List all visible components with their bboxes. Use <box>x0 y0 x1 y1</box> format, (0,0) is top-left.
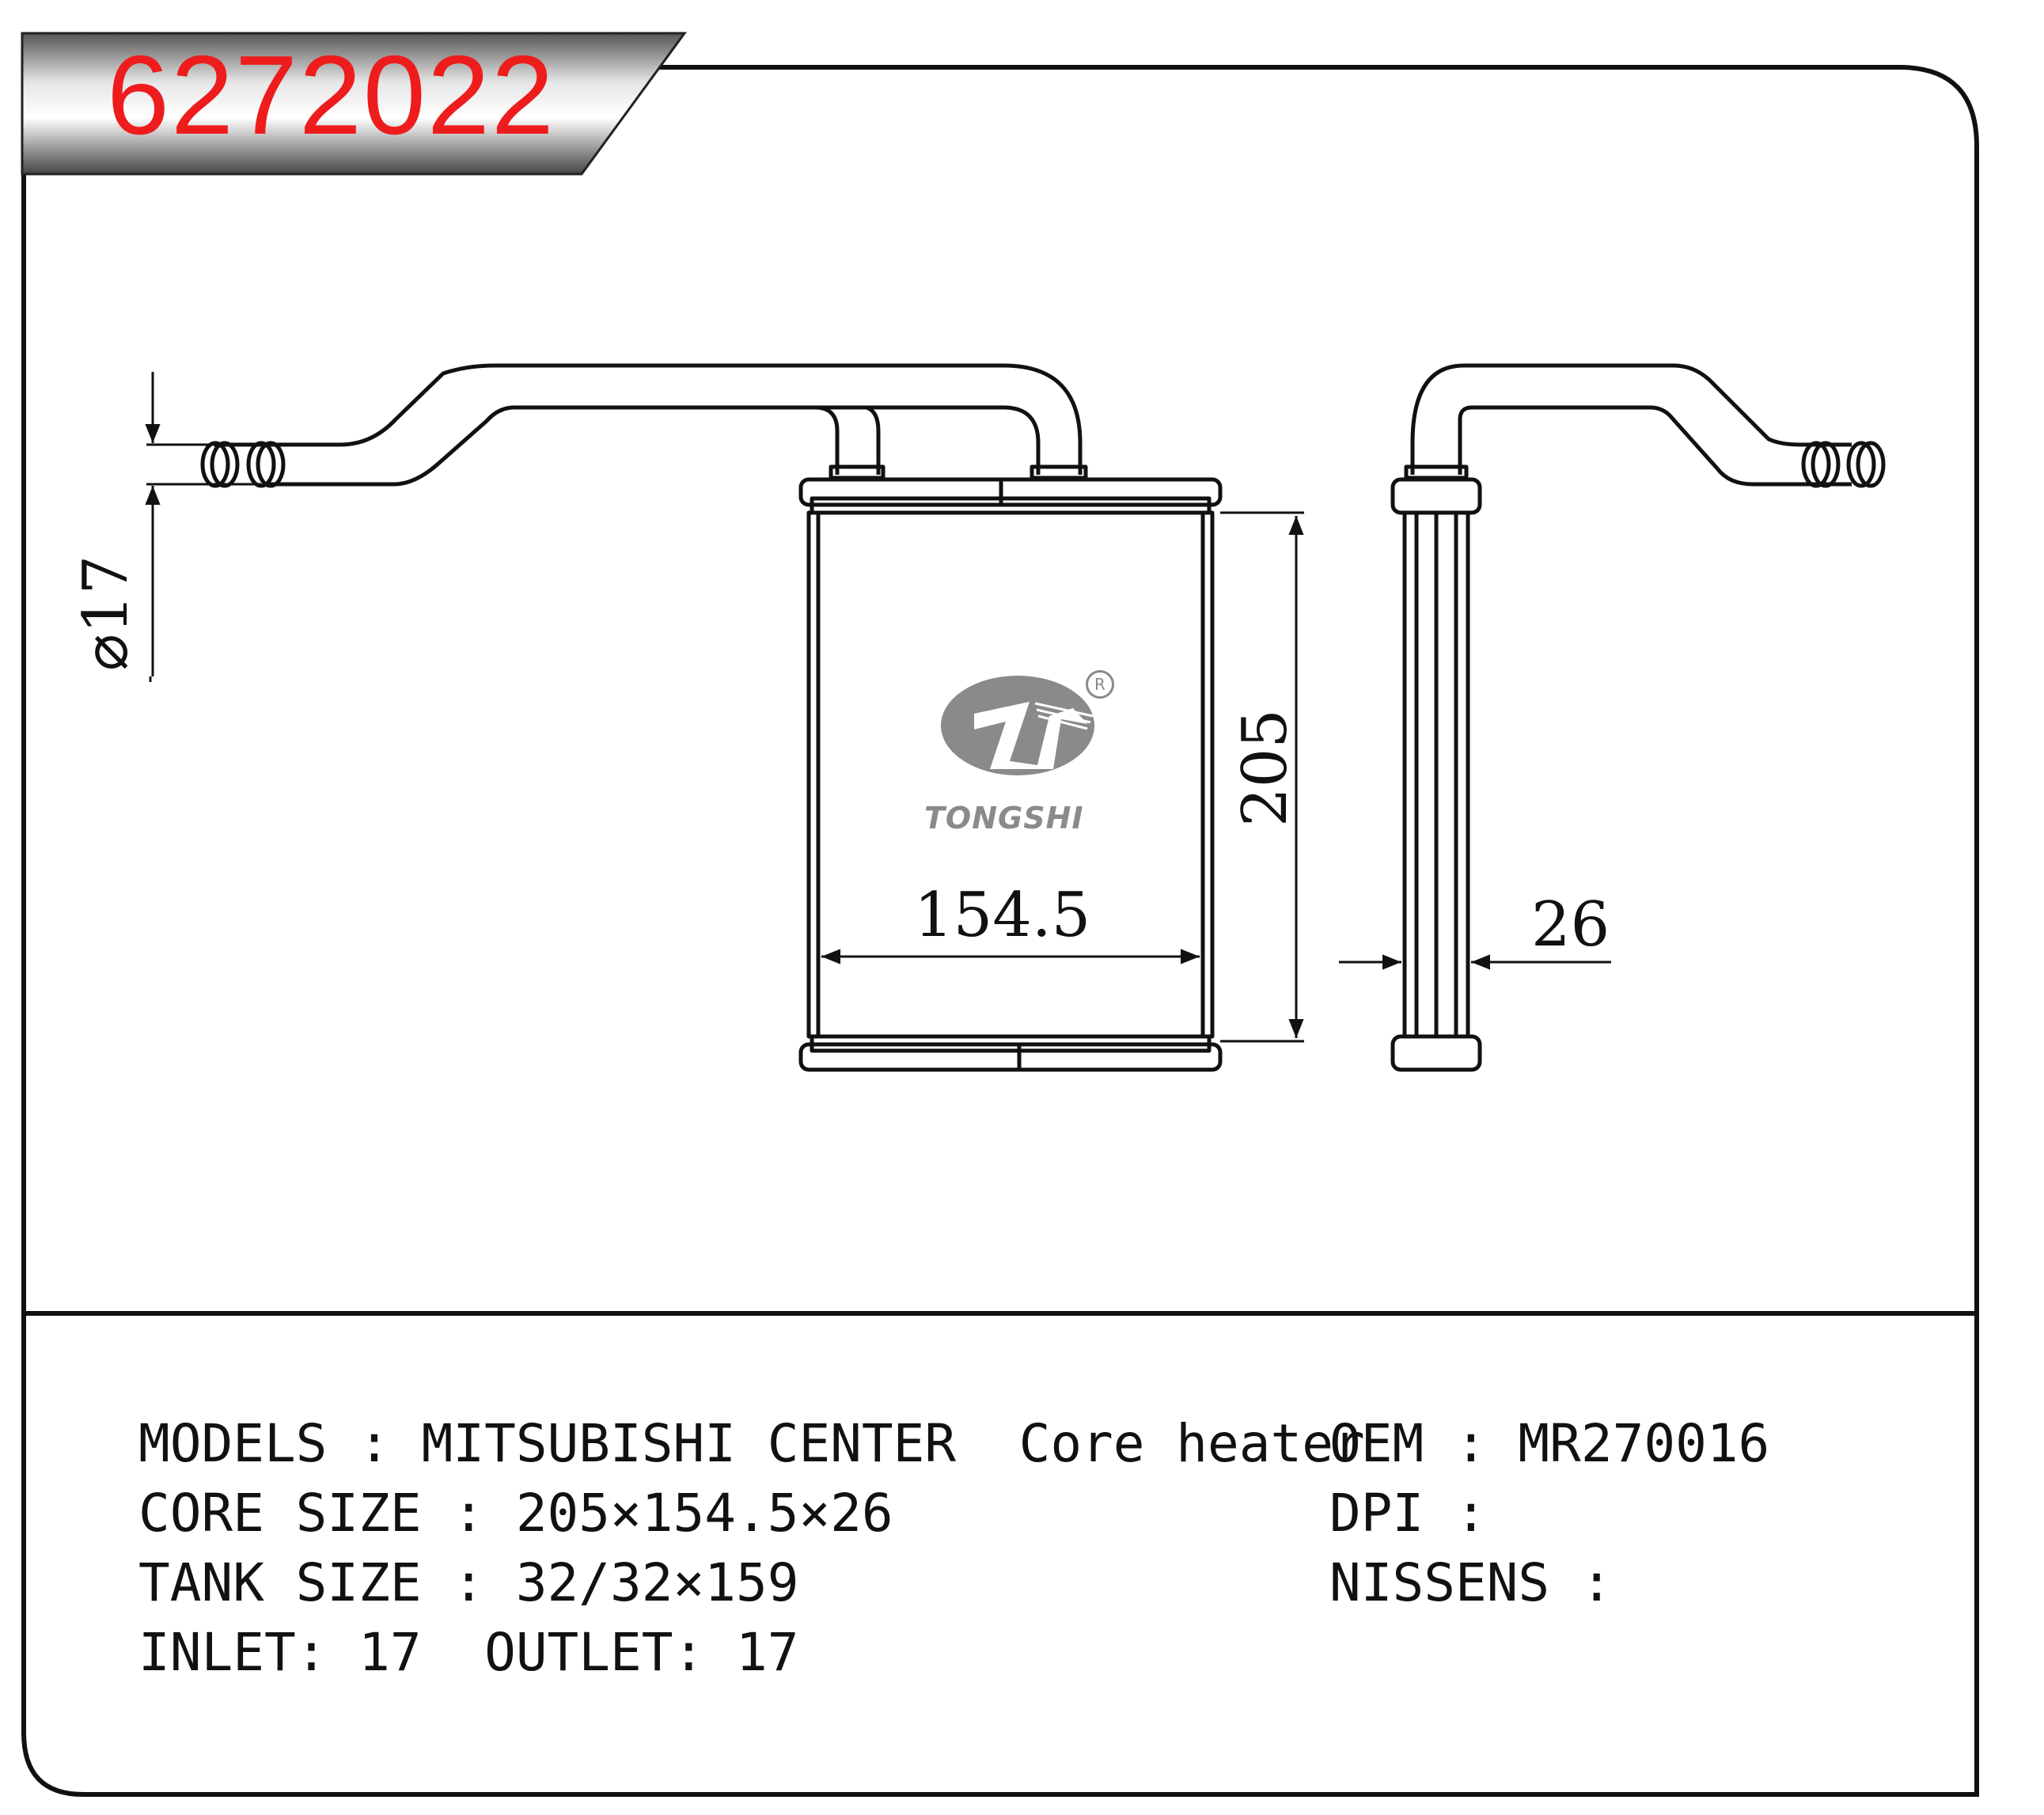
spec-oem: OEM : MR270016 <box>1329 1413 1770 1474</box>
core-width-label: 154.5 <box>914 880 1091 951</box>
spec-tank-size: TANK SIZE : 32/32×159 <box>138 1552 799 1613</box>
spec-models: MODELS : MITSUBISHI CENTER Core heater <box>138 1413 1365 1474</box>
side-view <box>1390 363 1886 1072</box>
brand-name: TONGSHI <box>924 801 1084 836</box>
part-number-tab <box>21 32 687 176</box>
pipe-diameter-label: ⌀17 <box>70 555 142 671</box>
registered-mark: R <box>1086 670 1114 699</box>
core-height-label: 205 <box>1230 709 1301 827</box>
spec-core-size: CORE SIZE : 205×154.5×26 <box>138 1483 893 1544</box>
spec-nissens: NISSENS : <box>1329 1552 1613 1613</box>
part-number: 6272022 <box>107 32 556 158</box>
dimension-lines <box>145 372 1611 1043</box>
outer-frame <box>21 65 1979 1797</box>
front-view <box>200 363 1223 1072</box>
spec-dpi: DPI : <box>1329 1483 1487 1544</box>
spec-inlet-outlet: INLET: 17 OUTLET: 17 <box>138 1622 799 1683</box>
core-depth-label: 26 <box>1531 889 1610 961</box>
tongshi-logo <box>941 676 1094 775</box>
